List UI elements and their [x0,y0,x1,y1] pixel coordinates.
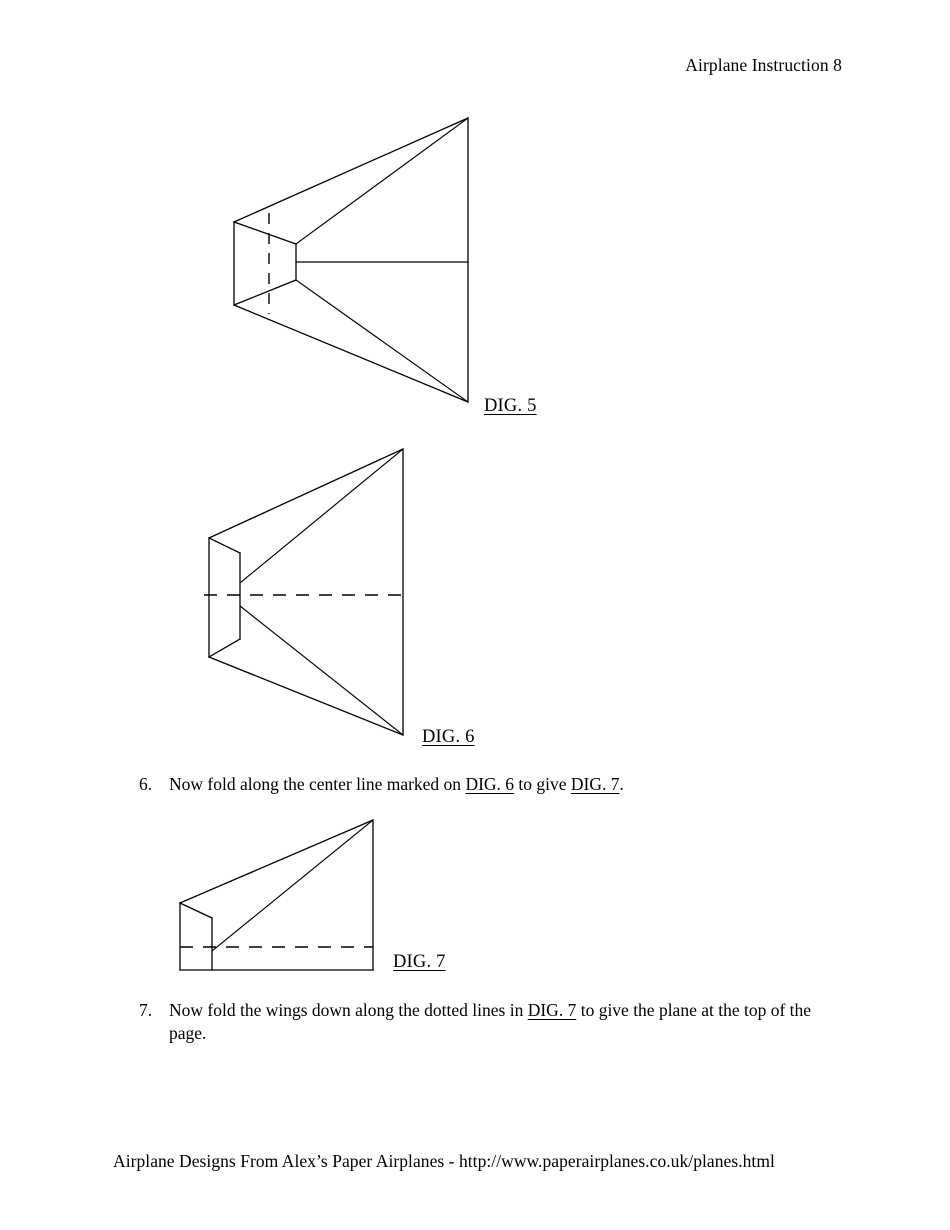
figure-dig-5-drawing [233,117,469,403]
fig6-nose-bottom-edge [208,638,241,658]
text-run: . [619,774,624,794]
fig5-inner-lower-fold [295,279,469,403]
step-6-number: 6. [139,774,153,794]
text-run: Now fold the wings down along the dotted… [169,1000,528,1020]
text-run: Now fold along the center line marked on [169,774,466,794]
text-run: to give the plane at the top of the page… [169,1000,812,1044]
fig5-inner-upper-fold [295,117,469,245]
step-7-number: 7. [139,1000,153,1020]
instruction-step-7: 7. Now fold the wings down along the dot… [139,999,839,1046]
figure-label-dig-7: DIG. 7 [393,952,446,972]
fig7-top-outer-edge [179,819,374,904]
fig5-nose-bottom-edge [233,279,297,306]
figure-dig-6 [200,443,415,743]
step-7-text: Now fold the wings down along the dotted… [169,999,839,1046]
fig6-top-outer-edge [208,448,404,539]
page-footer: Airplane Designs From Alex’s Paper Airpl… [113,1151,775,1171]
figure-reference: DIG. 7 [527,1000,577,1020]
fig5-bottom-outer-edge [233,304,469,403]
text-run: to give [514,774,571,794]
figure-dig-5 [228,110,478,410]
page-header-title: Airplane Instruction 8 [685,55,842,75]
fig6-inner-lower-fold [239,605,404,736]
figure-label-dig-5: DIG. 5 [484,396,537,416]
fig6-inner-upper-fold [239,448,404,584]
figure-label-dig-6: DIG. 6 [422,727,475,747]
figure-dig-7 [175,815,385,985]
fig7-inner-diagonal-fold [211,819,374,952]
figure-reference: DIG. 7 [570,774,620,794]
instruction-step-6: 6. Now fold along the center line marked… [139,773,839,796]
step-6-text: Now fold along the center line marked on… [169,773,839,796]
fig5-nose-top-edge [233,221,297,245]
fig5-top-outer-edge [233,117,469,223]
fig6-bottom-outer-edge [208,656,404,736]
figure-reference: DIG. 6 [465,774,515,794]
figure-dig-6-drawing [204,448,404,736]
figure-dig-7-drawing [179,819,374,971]
fig7-nose-slant-edge [179,902,213,919]
fig6-nose-top-edge [208,537,241,554]
